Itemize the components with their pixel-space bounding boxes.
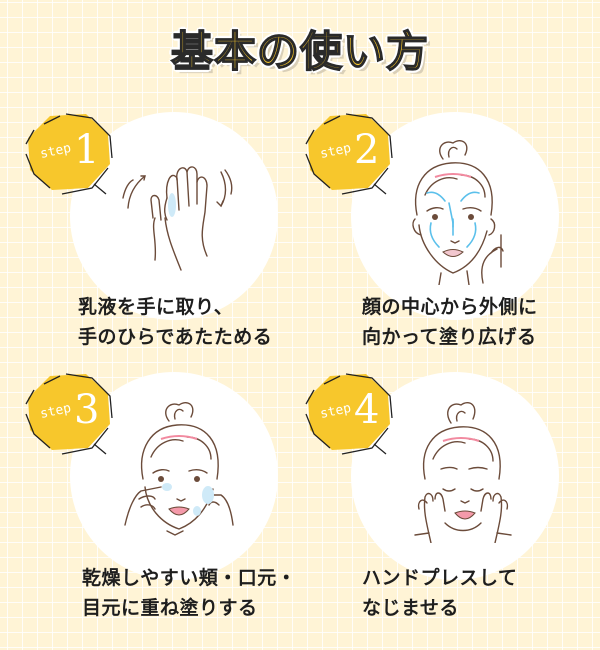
- hands-warming-icon: [122, 166, 233, 271]
- step-3-caption-line-1: 乾燥しやすい頬・口元・: [82, 567, 297, 589]
- step-3-number: 3: [74, 387, 100, 433]
- octagon-badge-icon: [25, 113, 113, 195]
- face-hand-press-icon: [414, 401, 512, 543]
- octagon-badge-icon: [305, 373, 393, 455]
- page-title: 基本の使い方: [170, 26, 429, 77]
- step-1-caption-line-1: 乳液を手に取り、: [78, 296, 234, 318]
- step-2-number: 2: [354, 127, 380, 173]
- step-3-badge: step 3: [22, 370, 122, 456]
- octagon-badge-icon: [25, 373, 113, 455]
- step-2-caption: 顔の中心から外側に 向かって塗り広げる: [362, 292, 538, 352]
- step-1-badge: step 1: [22, 110, 122, 196]
- step-2-caption-line-1: 顔の中心から外側に: [362, 296, 538, 318]
- step-2-caption-line-2: 向かって塗り広げる: [362, 326, 537, 348]
- step-4-badge: step 4: [302, 370, 402, 456]
- step-1-caption: 乳液を手に取り、 手のひらであたためる: [78, 292, 272, 352]
- step-1-caption-line-2: 手のひらであたためる: [78, 326, 273, 348]
- step-2-badge: step 2: [302, 110, 402, 196]
- face-spread-arrows-icon: [412, 139, 504, 285]
- face-dab-cheeks-icon: [124, 401, 234, 536]
- step-4-caption-line-1: ハンドプレスして: [362, 567, 518, 589]
- octagon-badge-icon: [305, 113, 393, 195]
- step-4-caption: ハンドプレスして なじませる: [362, 563, 517, 623]
- step-4-caption-line-2: なじませる: [362, 597, 459, 619]
- step-3-caption-line-2: 目元に重ね塗りする: [82, 597, 258, 619]
- step-3-caption: 乾燥しやすい頬・口元・ 目元に重ね塗りする: [82, 563, 296, 623]
- step-1-number: 1: [74, 127, 100, 173]
- step-4-number: 4: [354, 387, 380, 433]
